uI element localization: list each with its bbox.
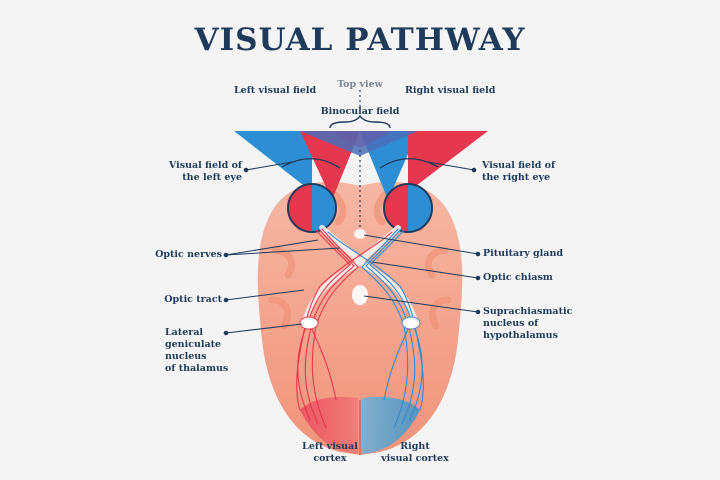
- right-eye: [383, 183, 433, 233]
- label-right-visual-cortex: Right visual cortex: [381, 441, 449, 464]
- brain: [257, 181, 463, 455]
- label-visual-field-right-eye: Visual field of the right eye: [482, 160, 556, 183]
- diagram-title: VISUAL PATHWAY: [194, 22, 526, 58]
- leader-lines: [223, 161, 481, 336]
- label-optic-nerves: Optic nerves: [155, 249, 222, 260]
- label-pituitary-gland: Pituitary gland: [483, 248, 563, 259]
- label-top-view: Top view: [337, 79, 383, 90]
- label-optic-chiasm: Optic chiasm: [483, 272, 553, 283]
- label-binocular-field: Binocular field: [320, 106, 400, 117]
- label-visual-field-left-eye: Visual field of the left eye: [168, 160, 242, 183]
- visual-field-cones: [234, 131, 488, 200]
- label-right-visual-field: Right visual field: [405, 85, 496, 96]
- label-left-visual-cortex: Left visual cortex: [302, 441, 358, 464]
- label-left-visual-field: Left visual field: [234, 85, 317, 96]
- label-lateral-geniculate-nucleus: Lateral geniculate nucleus of thalamus: [165, 327, 229, 374]
- optic-pathway: [296, 225, 424, 429]
- label-optic-tract: Optic tract: [164, 294, 222, 305]
- left-eye: [287, 183, 337, 233]
- label-suprachiasmatic-nucleus: Suprachiasmatic nucleus of hypothalamus: [483, 306, 573, 341]
